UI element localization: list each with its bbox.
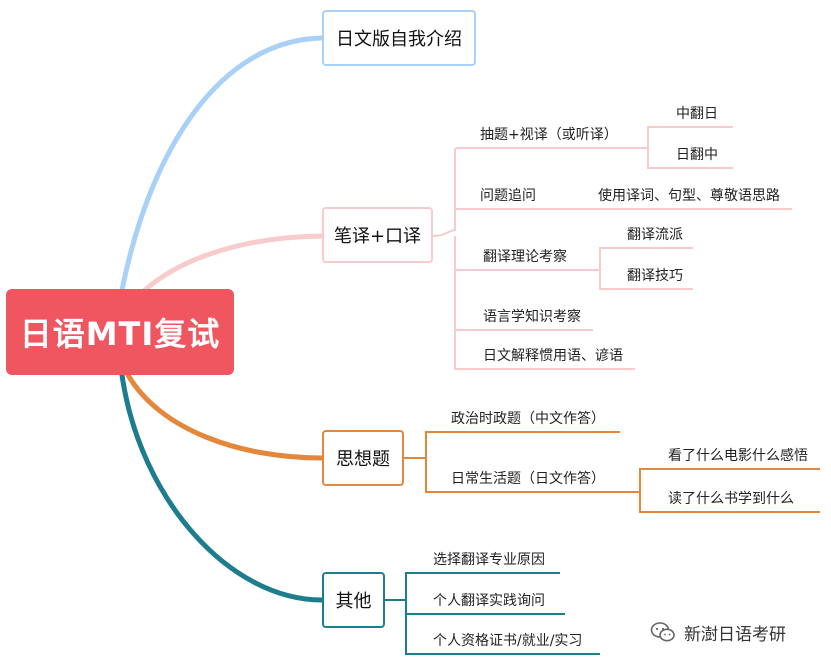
branch-intro: 日文版自我介绍 bbox=[322, 10, 476, 66]
item-idioms: 日文解释惯用语、谚语 bbox=[483, 348, 623, 364]
wechat-watermark: 新澍日语考研 bbox=[650, 618, 786, 646]
sub-techniques: 翻译技巧 bbox=[627, 268, 683, 284]
sub-book: 读了什么书学到什么 bbox=[668, 491, 794, 507]
item-daily-life: 日常生活题（日文作答） bbox=[451, 471, 605, 487]
mindmap-root: 日语MTI复试 bbox=[6, 289, 234, 375]
connector-others bbox=[119, 372, 325, 603]
item-practice: 个人翻译实践询问 bbox=[433, 593, 545, 609]
sub-zh-to-ja: 中翻日 bbox=[676, 106, 718, 122]
item-major-reason: 选择翻译专业原因 bbox=[433, 552, 545, 568]
sub-ja-to-zh: 日翻中 bbox=[676, 147, 718, 163]
sub-movie: 看了什么电影什么感悟 bbox=[668, 448, 808, 464]
connector-translation bbox=[142, 233, 325, 293]
item-sight-translation: 抽题+视译（或听译） bbox=[480, 127, 618, 143]
item-politics: 政治时政题（中文作答） bbox=[451, 411, 605, 427]
branch-others: 其他 bbox=[322, 572, 385, 628]
item-linguistics: 语言学知识考察 bbox=[483, 309, 581, 325]
item-follow-up: 问题追问 bbox=[480, 188, 536, 204]
sub-follow-up-detail: 使用译词、句型、尊敬语思路 bbox=[598, 188, 780, 204]
item-certificates: 个人资格证书/就业/实习 bbox=[433, 633, 583, 649]
watermark-text: 新澍日语考研 bbox=[684, 624, 786, 645]
connector-intro bbox=[119, 35, 325, 293]
wechat-icon bbox=[650, 622, 675, 642]
sub-schools: 翻译流派 bbox=[627, 227, 683, 243]
branch-translation: 笔译+口译 bbox=[322, 207, 433, 263]
connector-thinking bbox=[125, 372, 325, 461]
branch-thinking: 思想题 bbox=[322, 430, 404, 486]
item-theory: 翻译理论考察 bbox=[483, 249, 567, 265]
